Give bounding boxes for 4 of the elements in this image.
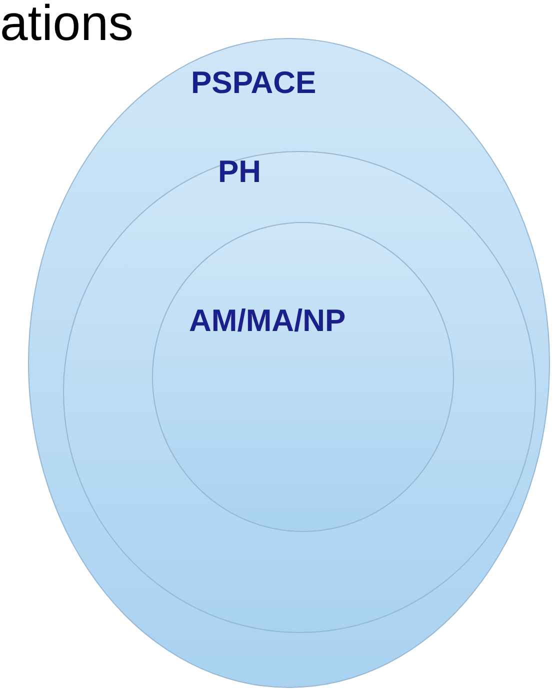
set-label: AM/MA/NP	[189, 303, 346, 339]
title-fragment: ations	[0, 0, 134, 52]
set-label: PH	[218, 154, 262, 190]
set-label: PSPACE	[191, 65, 316, 101]
